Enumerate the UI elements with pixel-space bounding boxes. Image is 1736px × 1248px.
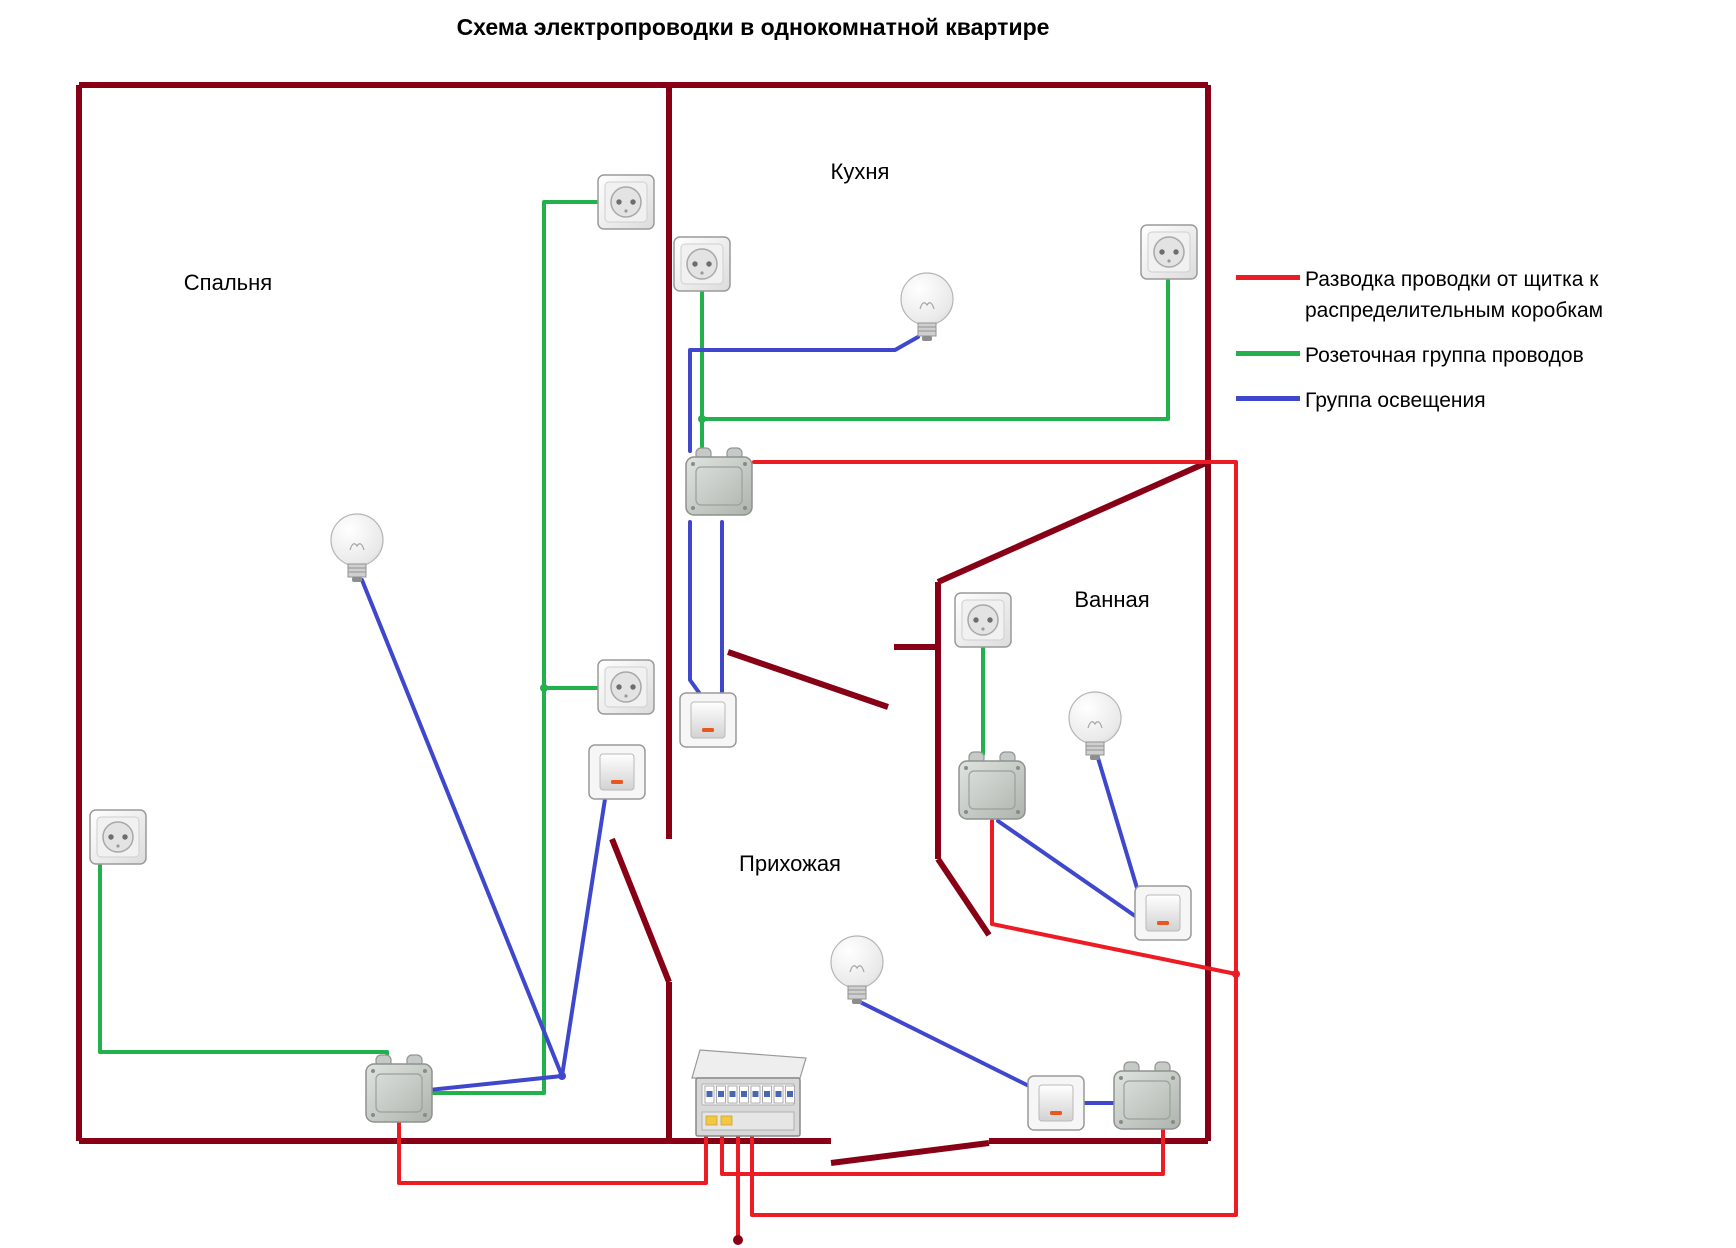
devices [89, 174, 1198, 1137]
door-bathroom [935, 857, 992, 937]
junction-box-icon-kitchen [685, 447, 753, 516]
bulb-icon-kitchen [900, 272, 954, 342]
wire-light-bathroom-box [996, 819, 1140, 920]
socket-wires [98, 200, 1170, 1095]
junction-dot-lighting [558, 1072, 566, 1080]
wire-power-to-bathroom-box [990, 819, 1238, 976]
junction-box-icon-hallway [1113, 1061, 1181, 1130]
wire-power-to-bedroom-box [397, 1120, 708, 1185]
wire-light-bathroom-bulb [1096, 756, 1142, 900]
supply-dot [733, 1235, 743, 1245]
wire-light-kitchen-bulb [688, 335, 920, 453]
switch-icon-kitchen [679, 692, 737, 748]
lighting-wires [360, 335, 1142, 1105]
wire-sockets-kitchen-loop [700, 276, 1170, 421]
legend-lighting-label: Группа освещения [1305, 389, 1486, 413]
socket-icon-bathroom [954, 592, 1012, 648]
wall-bathroom-top [936, 459, 1210, 585]
junction-dot-sockets-1 [540, 684, 548, 692]
diagram-title: Схема электропроводки в однокомнатной кв… [456, 14, 1050, 40]
wire-light-bedroom-bulb [360, 578, 564, 1078]
switch-icon-bathroom [1134, 885, 1192, 941]
room-label-kitchen: Кухня [830, 159, 890, 184]
legend-row-lighting: Группа освещения [1236, 385, 1676, 416]
socket-icon-bedroom-top [597, 174, 655, 230]
legend-power-line [1236, 275, 1300, 280]
wire-sockets-bedroom-riser [427, 200, 601, 1095]
legend-row-sockets: Розеточная группа проводов [1236, 340, 1676, 371]
wire-power-to-kitchen-box [750, 460, 1238, 1217]
junction-box-icon-bedroom [365, 1054, 433, 1123]
legend-lighting-line [1236, 396, 1300, 402]
distribution-panel-icon [691, 1049, 807, 1137]
door-bedroom [609, 837, 672, 984]
legend-row-power: Разводка проводки от щитка к распределит… [1236, 264, 1676, 326]
bulb-icon-bathroom [1068, 691, 1122, 761]
legend-power-label: Разводка проводки от щитка к распределит… [1305, 268, 1604, 323]
wire-light-kitchen-switch-a [688, 520, 702, 696]
room-label-hallway: Прихожая [739, 851, 841, 876]
switch-icon-hallway [1027, 1075, 1085, 1131]
socket-icon-bedroom-left [89, 809, 147, 865]
room-label-bathroom: Ванная [1074, 587, 1150, 612]
socket-icon-bedroom-mid [597, 659, 655, 715]
legend-sockets-line [1236, 351, 1300, 357]
legend: Разводка проводки от щитка к распределит… [1236, 264, 1676, 430]
socket-icon-kitchen-right [1140, 224, 1198, 280]
wire-sockets-bedroom-left [98, 861, 389, 1060]
wire-light-bedroom-switch [560, 797, 607, 1078]
bulb-icon-hallway [830, 935, 884, 1005]
apartment-walls [76, 82, 1211, 1166]
switch-icon-bedroom [588, 744, 646, 800]
junction-dot-sockets-2 [698, 415, 706, 423]
door-kitchen [727, 649, 889, 710]
door-entrance [830, 1140, 990, 1166]
bulb-icon-bedroom [330, 513, 384, 583]
wire-power-to-hallway-box [720, 1127, 1165, 1176]
power-wires [397, 460, 1240, 1245]
junction-dot-power [1232, 970, 1240, 978]
wire-light-hallway-bulb [858, 1000, 1035, 1090]
wire-light-bedroom-box [427, 1074, 564, 1092]
legend-sockets-label: Розеточная группа проводов [1305, 344, 1584, 368]
room-label-bedroom: Спальня [183, 270, 273, 295]
junction-box-icon-bathroom [958, 751, 1026, 820]
socket-icon-kitchen-left [673, 236, 731, 292]
